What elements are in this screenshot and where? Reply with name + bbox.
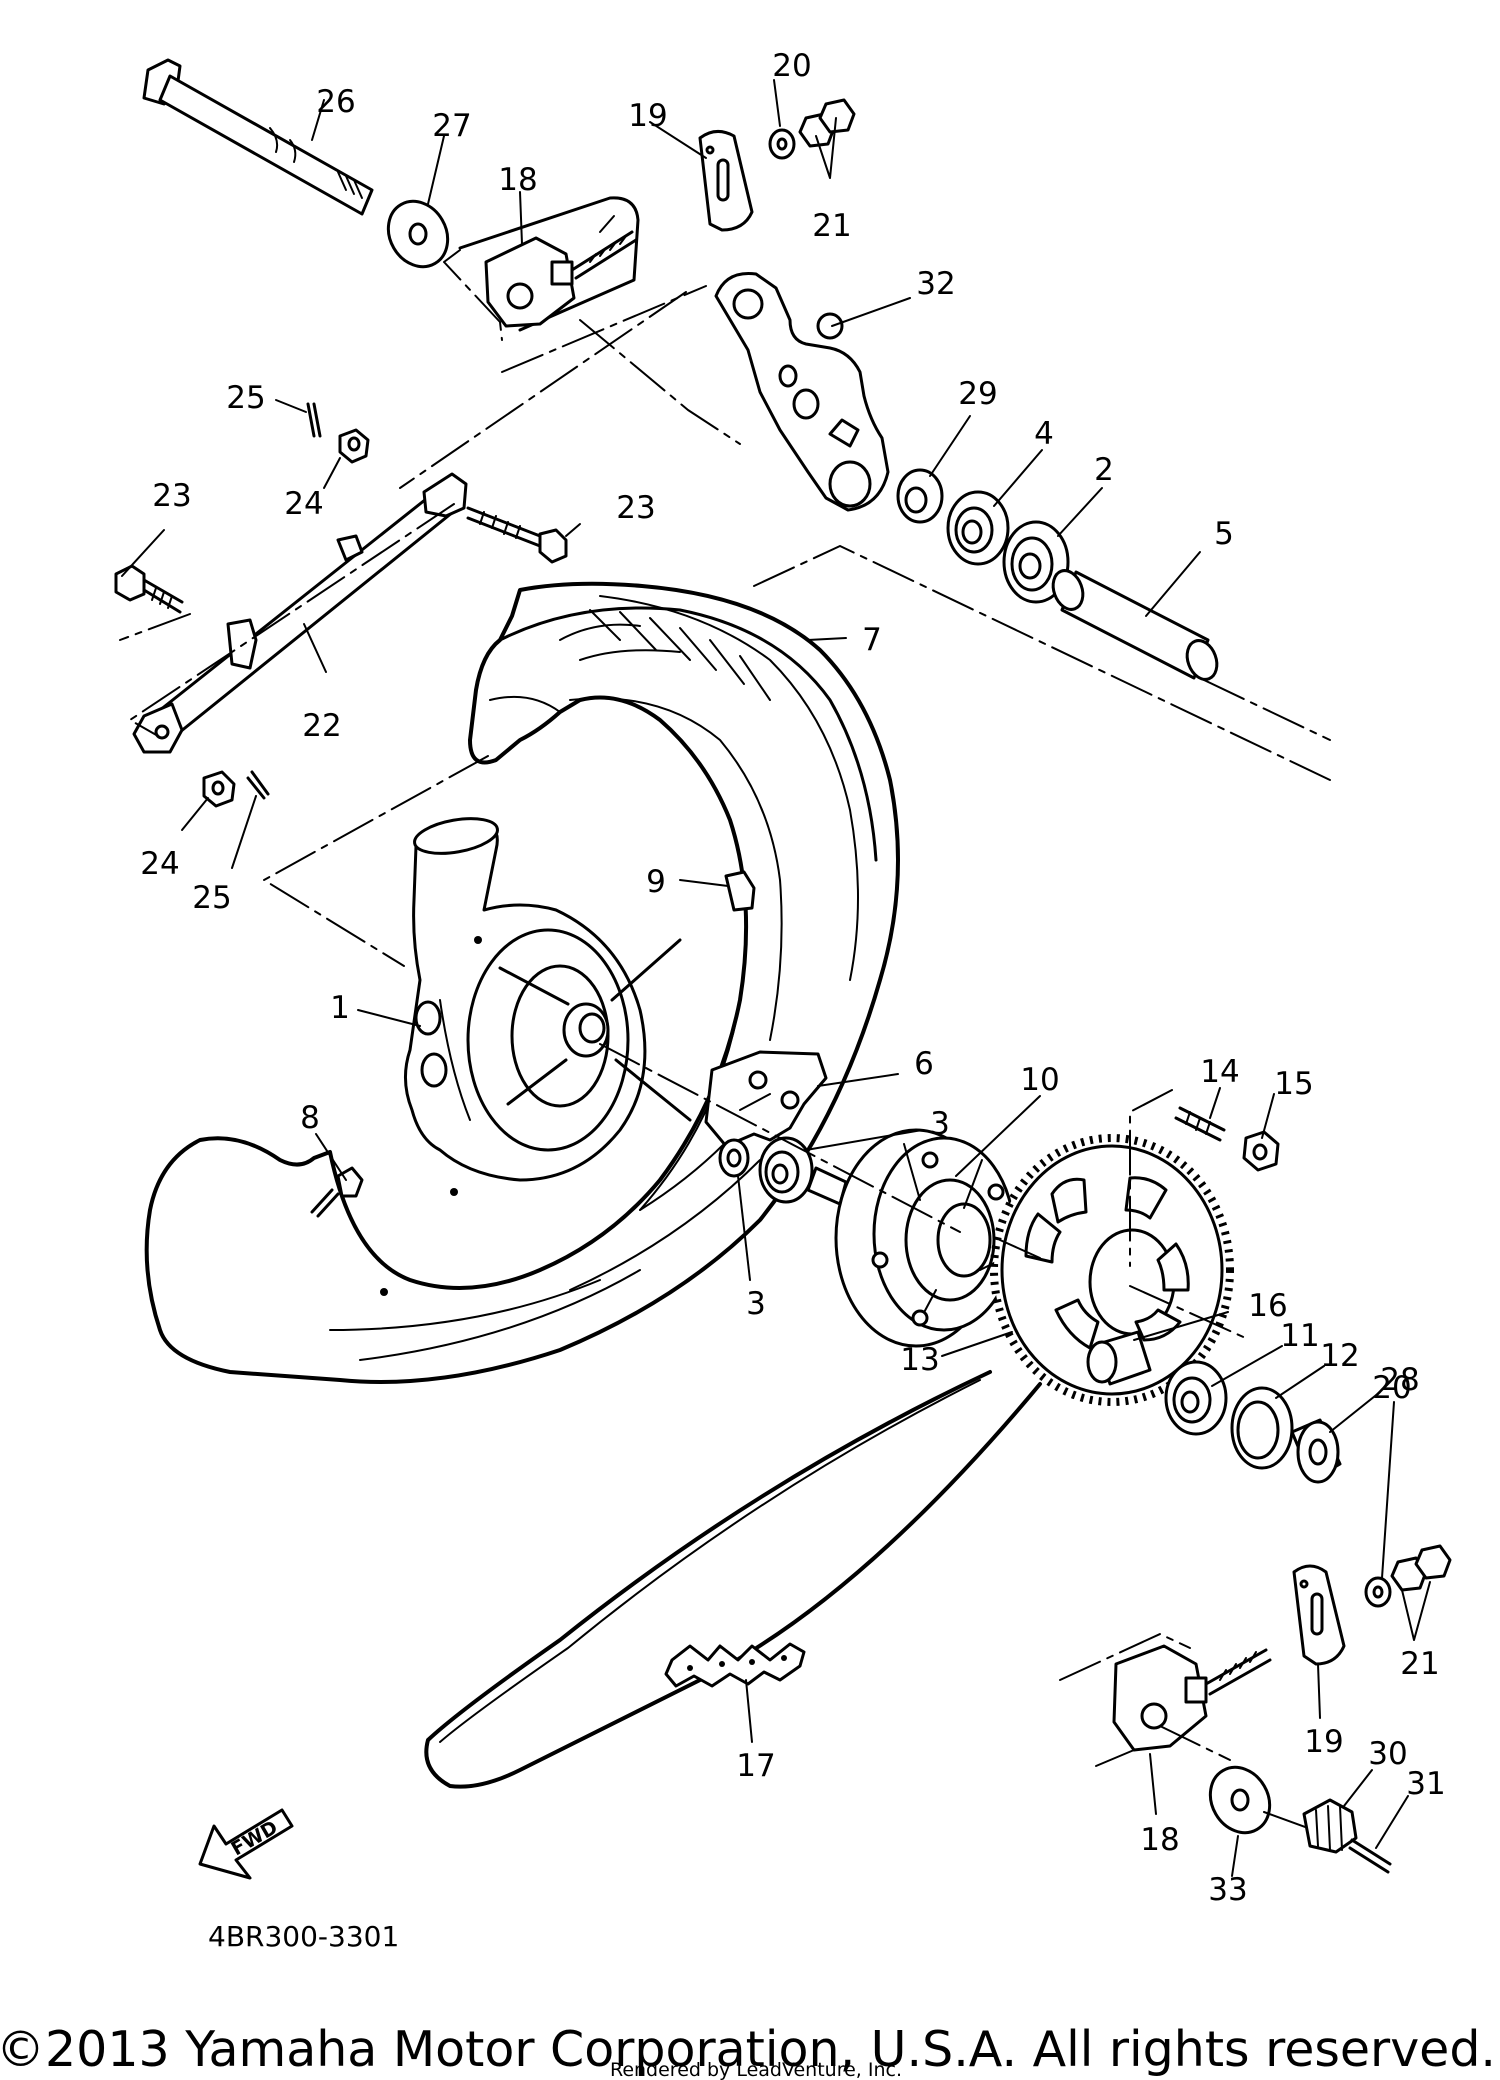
part-chain-puller-top	[458, 196, 640, 332]
callout-17: 17	[736, 1748, 775, 1784]
part-washer-20-top	[768, 128, 796, 160]
callout-22: 22	[302, 708, 341, 744]
callout-31: 31	[1406, 1766, 1445, 1802]
callout-15: 15	[1274, 1066, 1313, 1102]
part-nuts-21-bottom	[1390, 1544, 1452, 1592]
part-cotter-pin-31	[1348, 1838, 1392, 1874]
callout-9: 9	[646, 864, 666, 900]
callout-21-bottom: 21	[1400, 1646, 1439, 1682]
part-oil-seal-12	[1230, 1386, 1294, 1470]
callout-5: 5	[1214, 516, 1234, 552]
callout-labels: 26 27 20 19 21 18 32 25 29 4 2 24 23 23 …	[140, 48, 1445, 1908]
callout-23-left: 23	[152, 478, 191, 514]
callout-11: 11	[1280, 1318, 1319, 1354]
part-bearing-3	[758, 1136, 814, 1204]
part-sprocket	[990, 1134, 1234, 1406]
part-nut-24-bottom	[202, 770, 236, 808]
callout-28: 28	[1380, 1362, 1419, 1398]
callout-10: 10	[1020, 1062, 1059, 1098]
callout-19-bottom: 19	[1304, 1724, 1343, 1760]
callout-12: 12	[1320, 1338, 1359, 1374]
callout-25-bottom: 25	[192, 880, 231, 916]
part-tire-bead-clip	[724, 870, 756, 912]
part-nuts-21-top	[798, 98, 856, 148]
callout-20-top: 20	[772, 48, 811, 84]
callout-29: 29	[958, 376, 997, 412]
callout-1: 1	[330, 990, 350, 1026]
callout-16: 16	[1248, 1288, 1287, 1324]
callout-30: 30	[1368, 1736, 1407, 1772]
callout-3-top: 3	[930, 1106, 950, 1142]
callout-18-top: 18	[498, 162, 537, 198]
part-washer-20-bottom	[1364, 1576, 1392, 1608]
callout-23-right: 23	[616, 490, 655, 526]
part-chain-puller-bottom	[1112, 1644, 1272, 1752]
callout-21-top: 21	[812, 208, 851, 244]
callout-32: 32	[916, 266, 955, 302]
part-collar-29	[896, 468, 944, 524]
fwd-arrow-icon: FWD	[198, 1808, 294, 1880]
part-tension-bar	[132, 472, 468, 754]
callout-18-bottom: 18	[1140, 1822, 1179, 1858]
callout-24-top: 24	[284, 486, 323, 522]
part-nut-24-top	[338, 428, 370, 464]
part-stud-14	[1174, 1106, 1226, 1142]
callout-3-bottom: 3	[746, 1286, 766, 1322]
part-bearing-4	[946, 490, 1010, 566]
part-castle-nut-30	[1302, 1798, 1358, 1854]
part-collar-28	[1290, 1418, 1342, 1484]
part-collar-5	[1051, 569, 1219, 681]
callout-2: 2	[1094, 452, 1114, 488]
copyright-notice: ©2013 Yamaha Motor Corporation, U.S.A. A…	[0, 2021, 1496, 2078]
callout-13: 13	[900, 1342, 939, 1378]
part-bearing-11	[1164, 1360, 1228, 1436]
part-collar-16	[1086, 1330, 1152, 1386]
assembly-lines	[119, 215, 1331, 1829]
part-cotter-pin-25-top	[306, 402, 322, 438]
callout-33: 33	[1208, 1872, 1247, 1908]
part-cotter-pin-25-bottom	[246, 770, 270, 800]
part-spacer-3-left	[718, 1138, 750, 1178]
callout-8: 8	[300, 1100, 320, 1136]
callout-6: 6	[914, 1046, 934, 1082]
fwd-label: FWD	[228, 1816, 282, 1860]
callout-7: 7	[862, 622, 882, 658]
part-bolt-23-right	[466, 506, 568, 564]
callout-26: 26	[316, 84, 355, 120]
callout-14: 14	[1200, 1054, 1239, 1090]
part-washer-33	[1208, 1765, 1272, 1835]
callout-27: 27	[432, 108, 471, 144]
part-drive-chain	[424, 1370, 1042, 1789]
part-valve-8	[310, 1166, 364, 1218]
diagram-code: 4BR300-3301	[208, 1920, 399, 1953]
part-nut-15	[1242, 1130, 1280, 1172]
render-credit: Rendered by LeadVenture, Inc.	[610, 2059, 902, 2080]
part-adjust-plate-top	[698, 130, 754, 232]
callout-20-bottom: 20	[1372, 1370, 1411, 1406]
callout-24-bottom: 24	[140, 846, 179, 882]
part-damper-6	[704, 1050, 828, 1148]
callout-4: 4	[1034, 416, 1054, 452]
part-rim	[380, 817, 741, 1296]
part-caliper-bracket	[714, 271, 890, 512]
part-clutch-hub	[834, 1128, 1016, 1348]
leader-lines	[121, 79, 1431, 1877]
part-adjust-plate-bottom	[1292, 1564, 1346, 1666]
callout-25-top: 25	[226, 380, 265, 416]
part-washer-27	[386, 199, 450, 269]
part-axle	[142, 58, 374, 216]
callout-19-top: 19	[628, 98, 667, 134]
